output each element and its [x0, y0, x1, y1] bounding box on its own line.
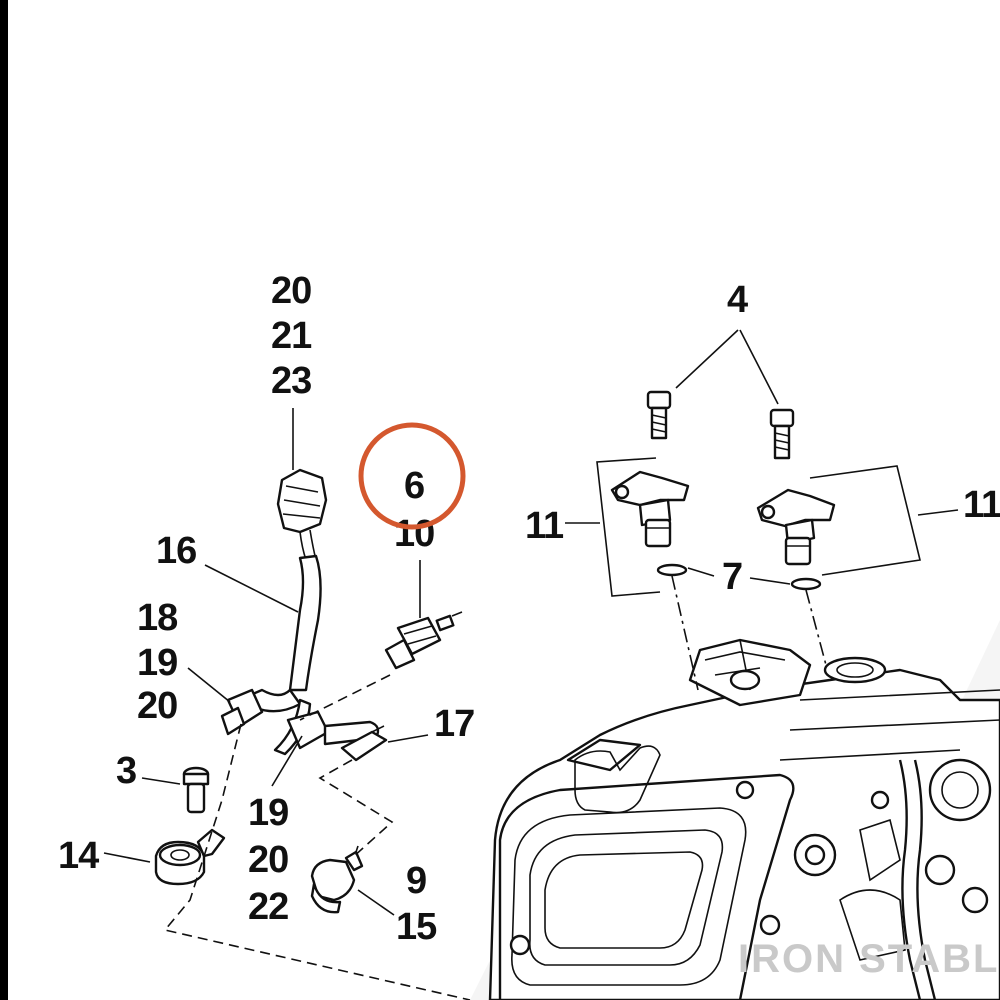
callout-22: 22 [248, 886, 288, 928]
sensor-6 [384, 611, 463, 670]
leader-16 [204, 564, 299, 613]
knock-sensor-14 [154, 828, 226, 886]
callout-18: 18 [137, 597, 177, 639]
o-ring-7-left [656, 563, 688, 577]
leader-18-19-20 [187, 667, 231, 703]
callout-6: 6 [404, 465, 424, 507]
bracket-11-right [809, 465, 921, 576]
dashed-path-main [163, 723, 471, 1000]
leader-4 [675, 329, 779, 405]
bolt-4-right [769, 408, 795, 460]
callout-17: 17 [434, 703, 474, 745]
engine-cylinder-head [488, 638, 1000, 1000]
leader-14 [103, 852, 151, 863]
leader-7 [687, 567, 791, 585]
callout-23: 23 [271, 360, 311, 402]
cam-sensor-11-left [610, 470, 690, 548]
callout-20c: 20 [248, 839, 288, 881]
watermark-text: IRON STABLE [738, 937, 1000, 981]
dashed-path-6 [299, 674, 391, 721]
centerline-left [671, 575, 699, 691]
callout-11-right: 11 [963, 484, 1000, 526]
leader-9-15 [357, 889, 395, 916]
dashed-path-17 [318, 759, 394, 859]
cam-sensor-11-right [756, 488, 836, 566]
callout-7: 7 [722, 556, 742, 598]
centerline-right [805, 589, 827, 666]
leader-11-right [917, 509, 959, 516]
callout-14: 14 [58, 835, 99, 877]
callout-21: 21 [271, 315, 312, 357]
o-ring-7-right [790, 577, 822, 591]
left-border [0, 0, 8, 1000]
callout-16: 16 [156, 530, 196, 572]
highlight-circle [358, 422, 466, 530]
callout-3: 3 [116, 750, 136, 792]
sensor-9 [310, 845, 364, 914]
callout-20: 20 [271, 270, 311, 312]
bracket-11-left [596, 457, 661, 597]
bolt-3 [182, 766, 210, 814]
callout-9: 9 [406, 860, 426, 902]
leader-17 [387, 734, 429, 743]
leader-19-20-22 [271, 735, 303, 787]
callout-19: 19 [137, 642, 177, 684]
callout-15: 15 [396, 906, 437, 948]
wiring-harness-16 [246, 468, 380, 756]
callout-4: 4 [727, 279, 748, 321]
callout-10: 10 [394, 513, 434, 555]
callout-20b: 20 [137, 685, 177, 727]
leader-3 [141, 777, 181, 785]
bolt-4-left [646, 390, 672, 440]
sensor-17 [340, 725, 388, 762]
connector-18 [220, 688, 264, 736]
callout-11-left: 11 [525, 505, 564, 547]
callout-19b: 19 [248, 792, 288, 834]
